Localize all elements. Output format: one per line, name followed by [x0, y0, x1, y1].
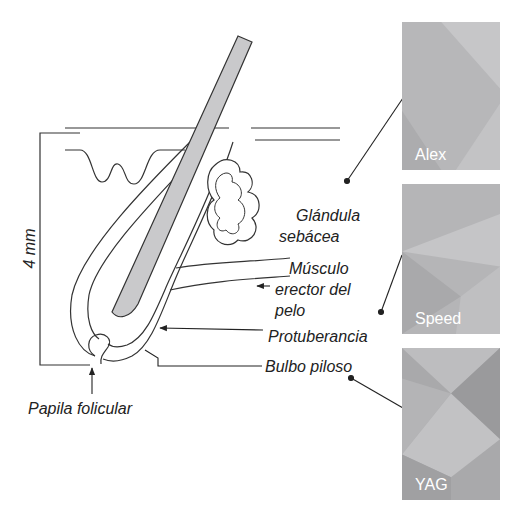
facet — [402, 252, 461, 335]
erector-muscle — [176, 258, 290, 268]
laser-box: Alex — [402, 22, 500, 170]
leader-dot — [345, 179, 350, 184]
laser-name: Speed — [415, 310, 461, 328]
facet — [441, 22, 500, 89]
dermal-papilla — [89, 334, 110, 364]
part-label: Papila folicular — [28, 398, 188, 419]
pointer-arrow — [160, 328, 263, 330]
sebaceous-gland — [207, 160, 259, 245]
erector-muscle — [170, 276, 290, 290]
facet — [456, 267, 500, 335]
leader-line — [347, 98, 403, 181]
follicle-inner-sheath — [108, 160, 222, 347]
pointer-arrow — [91, 368, 92, 394]
follicle-outer-sheath — [71, 142, 190, 356]
dimension-bracket — [40, 133, 90, 365]
skin-layer — [255, 139, 340, 140]
facet — [402, 214, 500, 267]
epidermis-ridge — [65, 150, 185, 184]
laser-box: Speed — [402, 184, 500, 334]
dimension-label: 4 mm — [19, 224, 40, 274]
bulb-bracket — [145, 350, 262, 366]
facet — [402, 454, 451, 500]
laser-name: YAG — [415, 476, 448, 494]
part-label: Bulbo piloso — [265, 356, 395, 377]
part-label: Protuberancia — [268, 326, 398, 347]
leader-line — [381, 255, 402, 312]
sebaceous-gland-lobe — [215, 173, 245, 234]
leader-line — [351, 378, 403, 408]
leader-dot — [379, 310, 384, 315]
pointer-arrow — [257, 285, 270, 286]
laser-name: Alex — [415, 146, 446, 164]
part-label: Músculo erector del pelo — [275, 258, 371, 321]
leader-dot — [349, 376, 354, 381]
laser-box: YAG — [402, 348, 500, 500]
facet — [456, 103, 500, 170]
part-label: Glándula sebácea — [279, 205, 367, 247]
skin-surface — [251, 127, 340, 128]
